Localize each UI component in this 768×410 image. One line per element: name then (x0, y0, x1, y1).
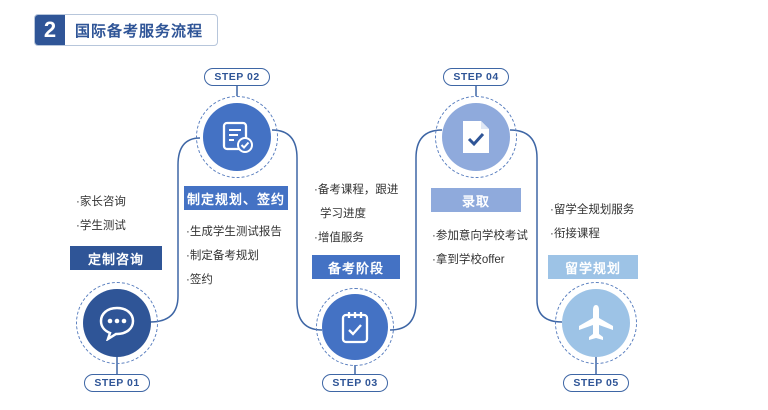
step-2-title: 制定规划、签约 (184, 186, 288, 210)
step-4-ring (435, 96, 517, 178)
step-4-circle (442, 103, 510, 171)
step-5-title: 留学规划 (548, 255, 638, 279)
chat-bubble-icon (99, 306, 135, 341)
section-title: 国际备考服务流程 (75, 22, 204, 40)
step-2-item: ·生成学生测试报告 (186, 226, 282, 238)
section-number: 2 (35, 15, 65, 45)
step-3-items: ·备考课程，跟进 学习进度 ·增值服务 (314, 178, 398, 250)
step-3-item: 学习进度 (320, 208, 366, 220)
step-4-item: ·参加意向学校考试 (432, 230, 528, 242)
clipboard-check-icon (341, 312, 369, 344)
step-3-circle (322, 294, 388, 360)
document-check-icon (222, 121, 253, 153)
step-4-pill: STEP 04 (443, 68, 509, 86)
connector-2-3 (271, 129, 323, 331)
step-2-item: ·签约 (186, 274, 213, 286)
connector-4-5 (509, 129, 563, 323)
step-1-ring (76, 282, 158, 364)
step-4-title: 录取 (431, 188, 521, 212)
step-2-items: ·生成学生测试报告 ·制定备考规划 ·签约 (186, 220, 282, 292)
step-5-circle (562, 289, 630, 357)
connector-1-2 (149, 137, 201, 323)
step-5-ring (555, 282, 637, 364)
step-1-title: 定制咨询 (70, 246, 162, 270)
section-header: 2 国际备考服务流程 (34, 14, 219, 46)
airplane-icon (579, 305, 613, 340)
step-3-title: 备考阶段 (312, 255, 400, 279)
step-1-item: ·家长咨询 (76, 196, 126, 208)
step-1-pill: STEP 01 (84, 374, 150, 392)
step-5-items: ·留学全规划服务 ·衔接课程 (550, 198, 634, 246)
step-2-circle (203, 103, 271, 171)
step-1-items: ·家长咨询 ·学生测试 (76, 190, 126, 238)
step-2-pill: STEP 02 (204, 68, 270, 86)
step-3-item: ·增值服务 (314, 232, 364, 244)
step-1-circle (83, 289, 151, 357)
step-5-pill: STEP 05 (563, 374, 629, 392)
step-3-item: ·备考课程，跟进 (314, 184, 399, 196)
connector-3-4 (389, 129, 443, 331)
step-2-ring (196, 96, 278, 178)
step-3-ring (316, 288, 394, 366)
step-1-item: ·学生测试 (76, 220, 126, 232)
step-4-item: ·拿到学校offer (432, 254, 505, 266)
step-2-item: ·制定备考规划 (186, 250, 259, 262)
step-3-pill: STEP 03 (322, 374, 388, 392)
step-5-item: ·留学全规划服务 (550, 204, 635, 216)
step-4-items: ·参加意向学校考试 ·拿到学校offer (432, 224, 528, 272)
file-check-icon (463, 121, 489, 153)
step-5-item: ·衔接课程 (550, 228, 600, 240)
